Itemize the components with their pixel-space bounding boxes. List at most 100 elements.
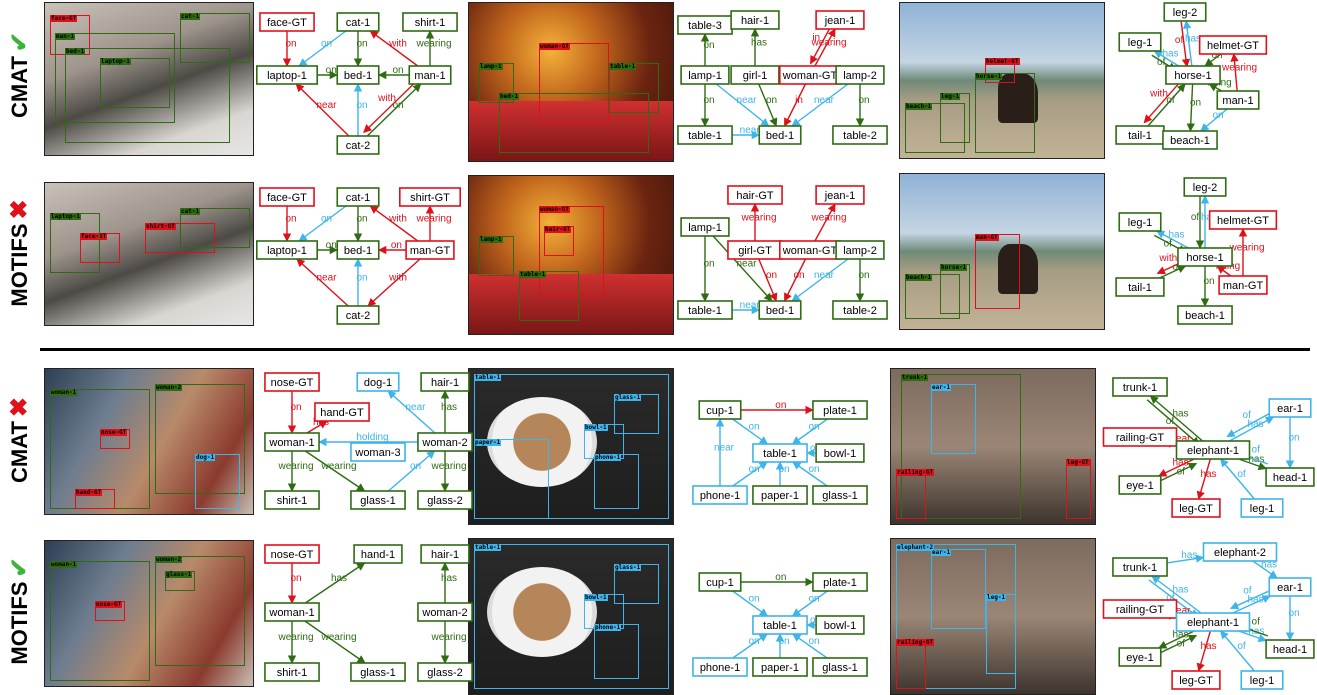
node-label-glass-2: glass-2 — [427, 495, 462, 507]
bounding-box-man-gt — [975, 234, 1020, 309]
edge-label-on: on — [1203, 276, 1214, 287]
edge-label-on: on — [775, 572, 786, 583]
edge-label-has: has — [1247, 595, 1263, 606]
edge-horse-tail — [1143, 80, 1182, 124]
node-label-eye-1: eye-1 — [1126, 480, 1154, 492]
box-tag-woman-gt: woman-GT — [539, 43, 570, 50]
edge-label-on: on — [748, 422, 759, 433]
edge-label-with: with — [388, 214, 407, 225]
edge-label-wearing: wearing — [277, 632, 313, 643]
edge-horse-leg2 — [1182, 20, 1193, 67]
node-label-cup-1: cup-1 — [706, 577, 734, 589]
edge-label-of: of — [1252, 616, 1261, 627]
row-label-motifs-2: MOTIFS✔ — [6, 557, 33, 665]
edge-eleph-trunk — [1151, 575, 1202, 614]
edge-label-in: in — [795, 95, 803, 106]
check-icon: ✔ — [6, 557, 33, 578]
node-box-elephant-1 — [1175, 440, 1251, 460]
edge-phone-table — [732, 633, 768, 659]
edge-label-of: of — [1243, 585, 1252, 596]
node-label-girl-1: girl-1 — [743, 70, 767, 82]
node-label-glass-1: glass-1 — [360, 495, 395, 507]
box-tag-woman-gt: woman-GT — [539, 206, 570, 213]
edge-label-has: has — [1172, 630, 1188, 641]
node-box-ear-1 — [1268, 398, 1312, 418]
edge-label-on: on — [858, 95, 869, 106]
edge-label-on: on — [1212, 110, 1223, 121]
node-box-lamp-2 — [835, 65, 885, 85]
edge-label-on: on — [392, 100, 403, 111]
node-box-phone-1 — [692, 485, 748, 505]
box-tag-horse-1: horse-1 — [975, 73, 1003, 80]
edge-eye-eleph — [1160, 634, 1198, 654]
node-label-leg-2: leg-2 — [1193, 182, 1217, 194]
node-box-bowl-1 — [815, 615, 865, 635]
node-box-lamp-2 — [835, 240, 885, 260]
node-label-cup-1: cup-1 — [706, 405, 734, 417]
bounding-box-trunk-1 — [901, 374, 1021, 519]
edge-label-wearing: wearing — [430, 632, 466, 643]
node-box-head-1 — [1265, 639, 1315, 659]
edge-label-has: has — [1172, 585, 1188, 596]
node-box-shirt-1 — [264, 490, 320, 510]
edge-label-on: on — [356, 273, 367, 284]
node-label-face-gt: face-GT — [267, 17, 307, 29]
box-tag-glass-1: glass-1 — [165, 571, 193, 578]
node-label-table-1: table-1 — [763, 620, 797, 632]
edge-label-wearing: wearing — [320, 632, 356, 643]
edge-leg1-eleph — [1220, 630, 1255, 672]
edge-man-cat1 — [369, 30, 419, 67]
bounding-box-beach-1 — [905, 274, 960, 319]
edge-label-has: has — [331, 573, 347, 584]
edge-tail-horse — [1147, 83, 1186, 127]
node-box-hair-1 — [420, 544, 470, 564]
edge-glass-table — [792, 461, 828, 487]
edge-label-near: near — [714, 443, 735, 454]
edge-label-on: on — [392, 65, 403, 76]
edge-label-has: has — [1181, 550, 1197, 561]
box-tag-helmet-gt: helmet-GT — [985, 58, 1020, 65]
node-box-leg-1 — [1240, 670, 1284, 690]
box-tag-beach-1: beach-1 — [905, 103, 933, 110]
box-tag-beach-1: beach-1 — [905, 274, 933, 281]
edge-label-has: has — [1200, 641, 1216, 652]
node-label-leg-1: leg-1 — [1250, 503, 1274, 515]
edge-trunk-eleph — [1148, 579, 1199, 618]
box-tag-ear-1: ear-1 — [931, 549, 952, 556]
edge-glass-table — [792, 633, 828, 659]
edge-label-with: with — [388, 39, 407, 50]
node-box-jean-1 — [815, 185, 865, 205]
bounding-box-beach-1 — [905, 103, 965, 153]
bounding-box-ear-1 — [931, 549, 986, 629]
box-tag-railing-gt: railing-GT — [896, 469, 935, 476]
node-label-woman-1: woman-1 — [268, 437, 314, 449]
edge-plate-table — [791, 418, 828, 445]
box-tag-lamp-1: lamp-1 — [479, 236, 503, 243]
node-label-leg-1: leg-1 — [1128, 217, 1152, 229]
node-box-leg-1 — [1118, 32, 1162, 52]
node-box-man-1 — [408, 65, 452, 85]
box-tag-dog-1: dog-1 — [195, 454, 216, 461]
box-tag-phone-1: phone-1 — [594, 454, 622, 461]
node-box-leg-gt — [1171, 498, 1221, 518]
node-box-shirt-1 — [402, 12, 458, 32]
node-box-table-2 — [832, 300, 888, 320]
box-tag-laptop-1: laptop-1 — [100, 58, 131, 65]
edge-cat2-laptop — [295, 83, 350, 137]
node-label-jean-1: jean-1 — [824, 15, 856, 27]
edge-eleph-eye — [1158, 630, 1195, 649]
box-tag-cat-1: cat-1 — [180, 13, 201, 20]
edge-woman2-dog — [387, 390, 436, 434]
bounding-box-leg-gt — [1066, 459, 1091, 519]
node-label-bowl-1: bowl-1 — [824, 620, 856, 632]
node-label-woman-2: woman-2 — [421, 607, 467, 619]
edge-label-on: on — [808, 636, 819, 647]
node-box-glass-1 — [350, 490, 406, 510]
box-tag-bed-1: bed-1 — [65, 48, 86, 55]
edge-label-on: on — [703, 40, 714, 51]
edge-label-on: on — [793, 270, 804, 281]
node-label-elephant-1: elephant-1 — [1187, 617, 1239, 629]
box-tag-woman-1: woman-1 — [50, 389, 78, 396]
